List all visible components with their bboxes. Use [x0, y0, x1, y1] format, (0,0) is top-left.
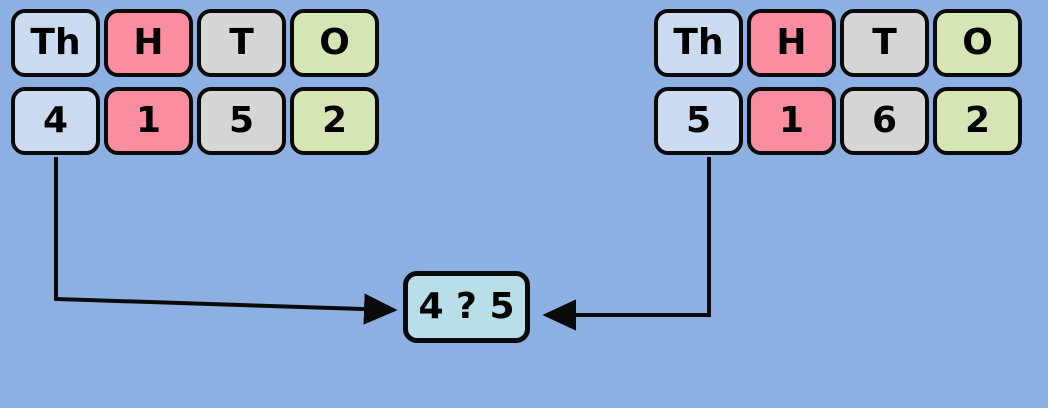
place-value-digit-tens-right[interactable]: 6 [840, 87, 929, 155]
place-value-header-ones-right: O [933, 9, 1022, 77]
place-value-digit-ones-left[interactable]: 2 [290, 87, 379, 155]
place-value-header-hundreds-right: H [747, 9, 836, 77]
place-value-header-thousands-right: Th [654, 9, 743, 77]
place-value-header-row-left: Th H T O [11, 9, 379, 77]
place-value-digit-thousands-right[interactable]: 5 [654, 87, 743, 155]
place-value-header-ones-left: O [290, 9, 379, 77]
place-value-digit-row-left: 4 1 5 2 [11, 87, 379, 155]
place-value-digit-hundreds-right[interactable]: 1 [747, 87, 836, 155]
place-value-header-tens-left: T [197, 9, 286, 77]
place-value-header-tens-right: T [840, 9, 929, 77]
place-value-digit-tens-left[interactable]: 5 [197, 87, 286, 155]
comparison-box[interactable]: 4 ? 5 [403, 271, 530, 343]
right-connector-line [542, 157, 711, 331]
place-value-header-row-right: Th H T O [654, 9, 1022, 77]
place-value-digit-thousands-left[interactable]: 4 [11, 87, 100, 155]
left-connector-line [54, 157, 398, 325]
place-value-digit-row-right: 5 1 6 2 [654, 87, 1022, 155]
place-value-header-hundreds-left: H [104, 9, 193, 77]
place-value-digit-ones-right[interactable]: 2 [933, 87, 1022, 155]
place-value-header-thousands-left: Th [11, 9, 100, 77]
place-value-digit-hundreds-left[interactable]: 1 [104, 87, 193, 155]
